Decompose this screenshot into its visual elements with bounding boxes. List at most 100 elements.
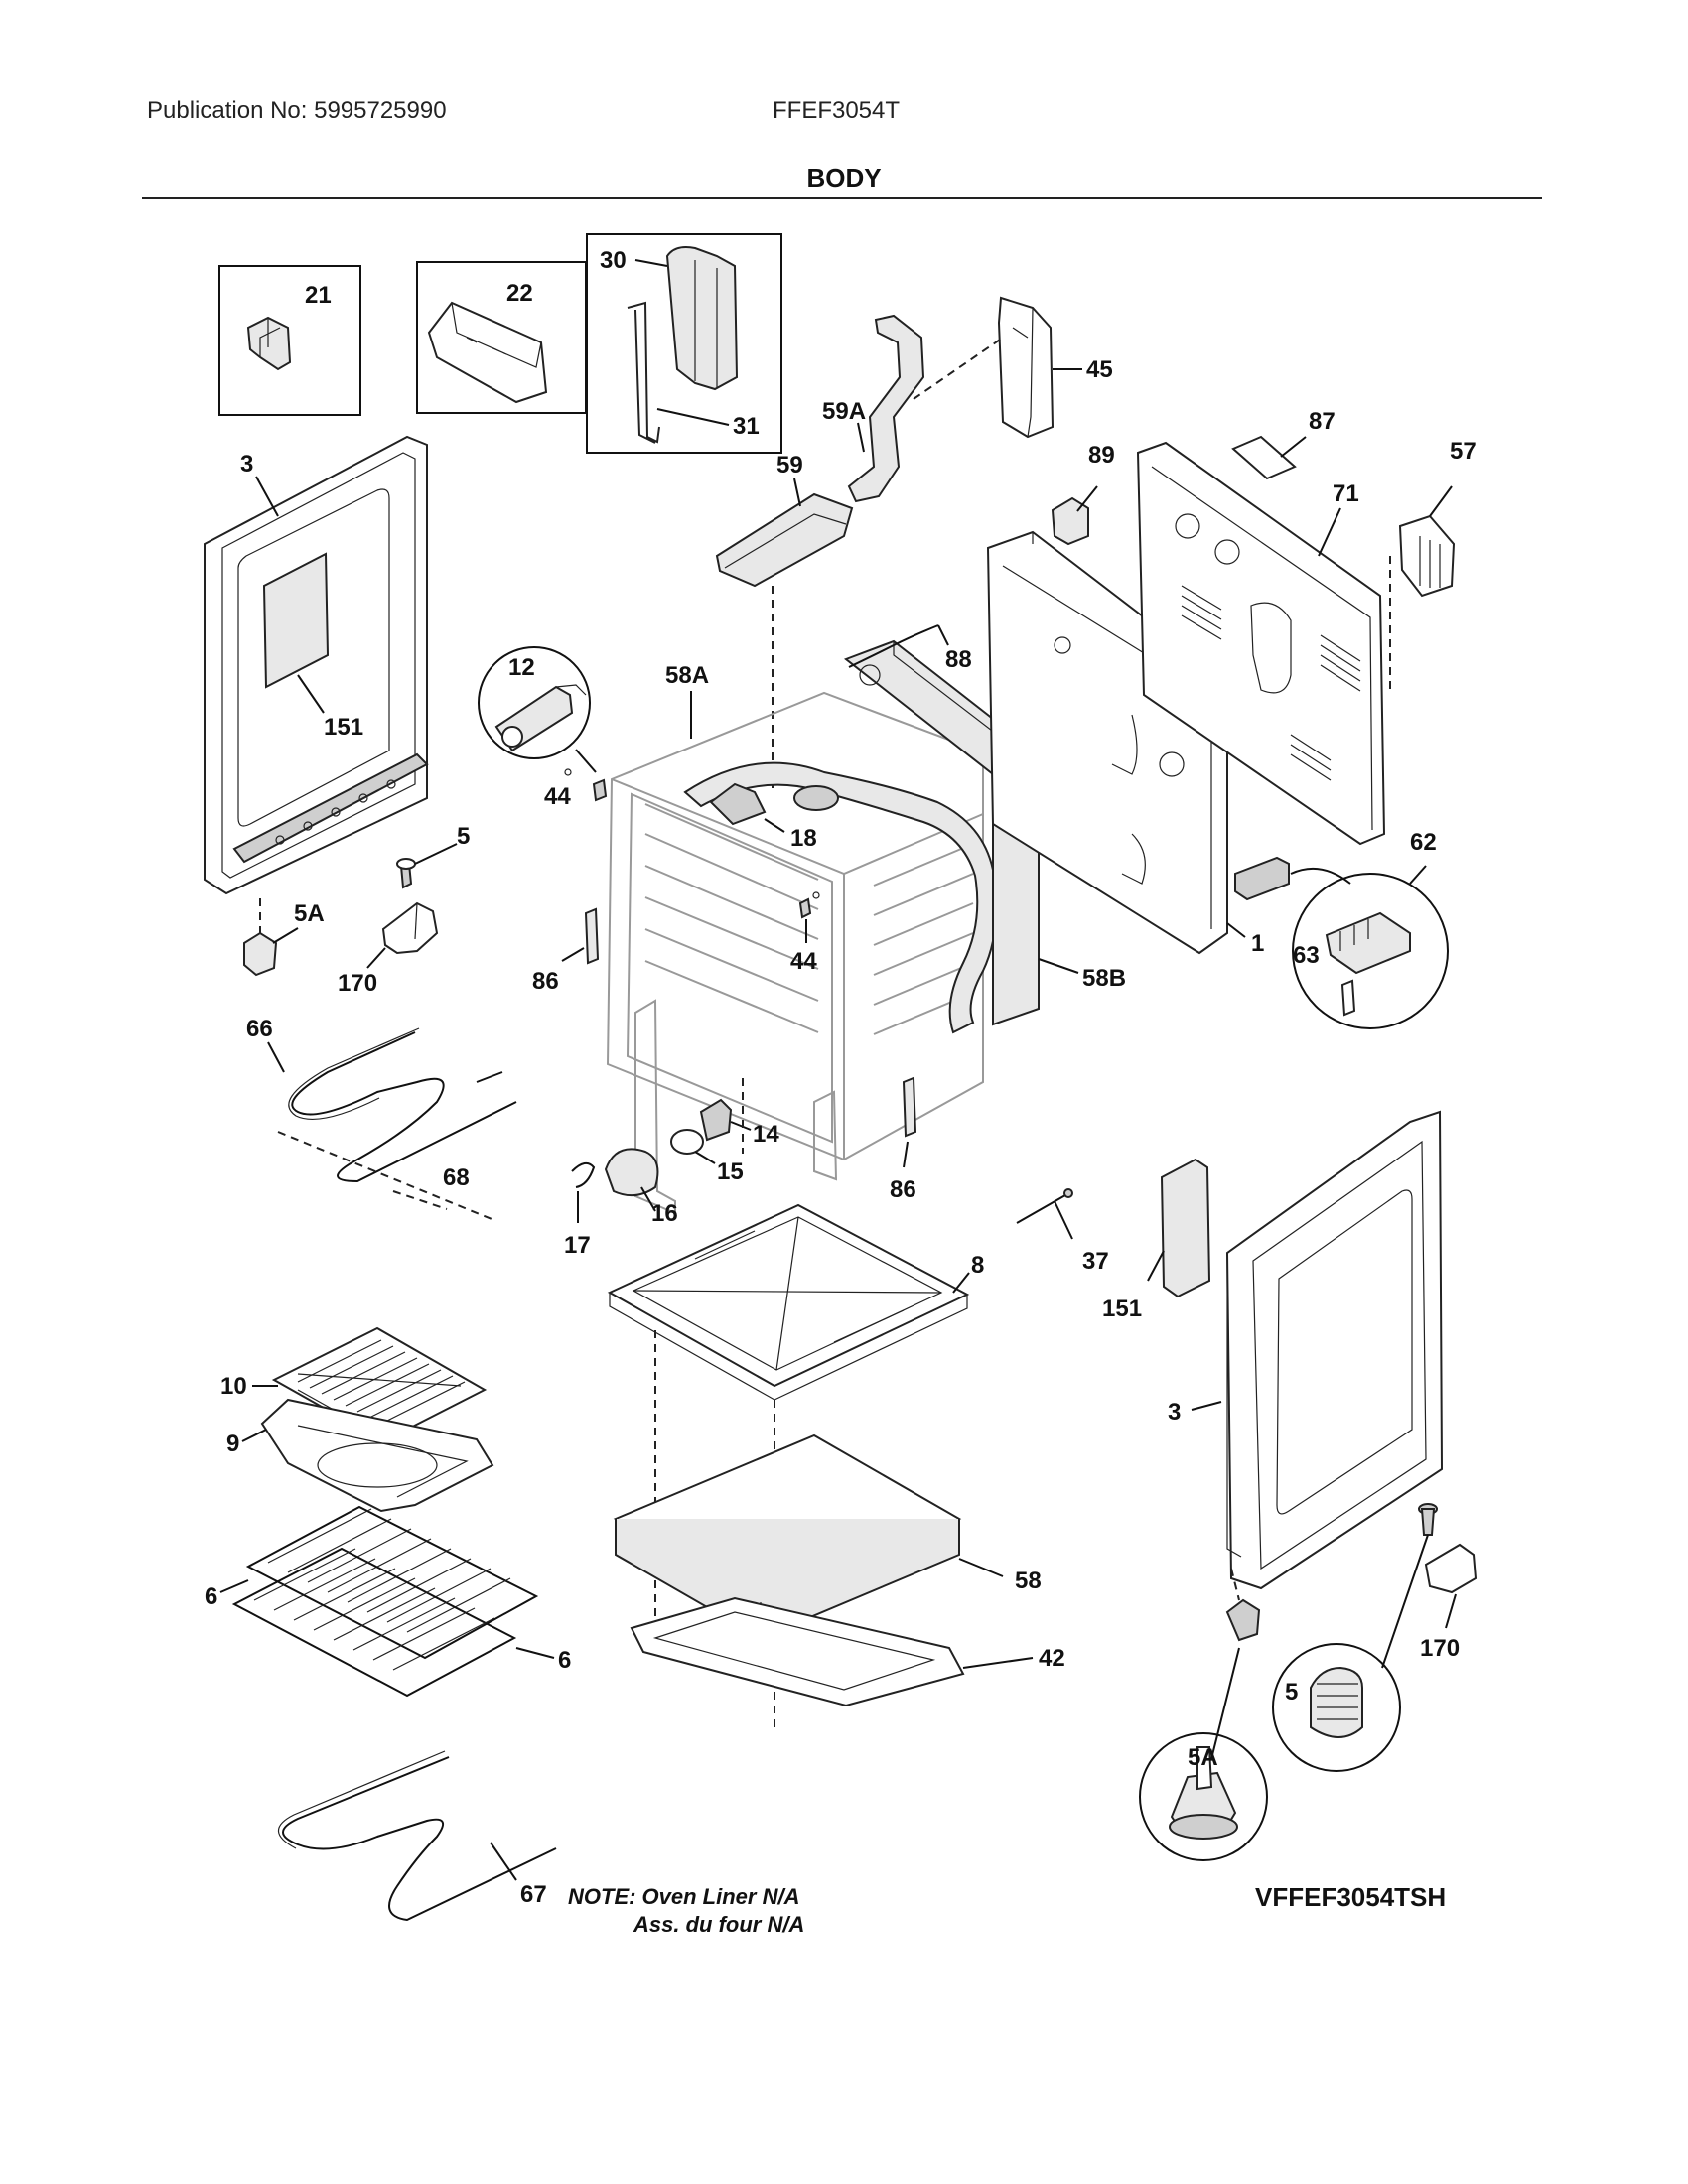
callout-3-right: 3 bbox=[1168, 1399, 1181, 1426]
callout-151-left: 151 bbox=[324, 714, 363, 741]
model-number: FFEF3054T bbox=[773, 97, 901, 124]
note-line-2: Ass. du four N/A bbox=[633, 1912, 804, 1937]
bracket-170-left bbox=[366, 901, 439, 969]
oven-rack-6-lower bbox=[231, 1547, 517, 1698]
callout-5-left: 5 bbox=[457, 823, 470, 850]
part-59-duct bbox=[715, 492, 854, 588]
callout-58: 58 bbox=[1015, 1568, 1042, 1594]
screw-5-left bbox=[396, 843, 458, 889]
callout-44-lower: 44 bbox=[790, 948, 817, 975]
callout-18: 18 bbox=[790, 825, 817, 852]
callout-37: 37 bbox=[1082, 1248, 1109, 1275]
callout-30: 30 bbox=[600, 247, 627, 274]
callout-67: 67 bbox=[520, 1881, 547, 1908]
light-bulb-15 bbox=[670, 1129, 716, 1164]
callout-1: 1 bbox=[1251, 930, 1264, 957]
oven-bottom-8 bbox=[607, 1203, 970, 1401]
header-divider bbox=[142, 197, 1542, 199]
rear-cover-71 bbox=[1136, 441, 1386, 846]
callout-14: 14 bbox=[753, 1121, 779, 1148]
callout-17: 17 bbox=[564, 1232, 591, 1259]
callout-8: 8 bbox=[971, 1252, 984, 1279]
callout-170-right: 170 bbox=[1420, 1635, 1460, 1662]
insulation-wrap bbox=[683, 761, 998, 1034]
note-line-1: NOTE: Oven Liner N/A bbox=[568, 1884, 799, 1909]
callout-86-left: 86 bbox=[532, 968, 559, 995]
leveler-5A-right bbox=[1210, 1568, 1261, 1760]
bracket-18 bbox=[709, 782, 785, 833]
screw-44-upper bbox=[564, 768, 608, 802]
diagram-reference-code: VFFEF3054TSH bbox=[1255, 1882, 1446, 1912]
callout-59A: 59A bbox=[822, 398, 866, 425]
screw-44-lower bbox=[798, 891, 820, 919]
callout-5-right: 5 bbox=[1285, 1679, 1298, 1706]
callout-42: 42 bbox=[1039, 1645, 1065, 1672]
callout-5A-left: 5A bbox=[294, 900, 325, 927]
left-side-panel bbox=[204, 435, 429, 895]
page-title-text: BODY bbox=[806, 163, 882, 193]
bracket-170-right bbox=[1424, 1543, 1477, 1629]
callout-66: 66 bbox=[246, 1016, 273, 1042]
wire-37 bbox=[1016, 1188, 1073, 1240]
oven-rack-6-upper bbox=[245, 1505, 539, 1660]
callout-88: 88 bbox=[945, 646, 972, 673]
detail-box-21 bbox=[218, 265, 361, 416]
callout-5A-right: 5A bbox=[1188, 1744, 1218, 1771]
callout-44-upper: 44 bbox=[544, 783, 571, 810]
callout-6-right: 6 bbox=[558, 1647, 571, 1674]
light-socket-14 bbox=[699, 1098, 752, 1142]
callout-170-left: 170 bbox=[338, 970, 377, 997]
bracket-86-right bbox=[902, 1076, 917, 1168]
bracket-151-right bbox=[1147, 1158, 1211, 1298]
sensor-12-detail bbox=[478, 646, 597, 773]
callout-151-right: 151 bbox=[1102, 1296, 1142, 1322]
callout-10: 10 bbox=[220, 1373, 247, 1400]
callout-45: 45 bbox=[1086, 356, 1113, 383]
callout-63: 63 bbox=[1293, 942, 1320, 969]
broil-element-66 bbox=[288, 1027, 517, 1183]
callout-9: 9 bbox=[226, 1431, 239, 1457]
callout-6-left: 6 bbox=[205, 1583, 217, 1610]
callout-59: 59 bbox=[776, 452, 803, 478]
callout-58A: 58A bbox=[665, 662, 709, 689]
bake-element-67 bbox=[277, 1750, 557, 1922]
callout-16: 16 bbox=[651, 1200, 678, 1227]
callout-22: 22 bbox=[506, 280, 533, 307]
oven-liner-58A bbox=[606, 691, 984, 1215]
callout-86-right: 86 bbox=[890, 1176, 916, 1203]
bracket-86-left bbox=[561, 907, 600, 965]
detail-box-30-31 bbox=[586, 233, 782, 454]
right-side-panel bbox=[1225, 1110, 1444, 1590]
publication-number: Publication No: 5995725990 bbox=[147, 97, 447, 124]
screw-5-right bbox=[1381, 1503, 1438, 1669]
part-45-bracket bbox=[997, 296, 1082, 439]
insulation-block-58 bbox=[613, 1433, 1004, 1640]
part-57-vent bbox=[1389, 485, 1456, 695]
callout-71: 71 bbox=[1333, 480, 1359, 507]
wire-68 bbox=[392, 1190, 448, 1210]
callout-58B: 58B bbox=[1082, 965, 1126, 992]
callout-89: 89 bbox=[1088, 442, 1115, 469]
clip-17 bbox=[571, 1161, 596, 1223]
callout-15: 15 bbox=[717, 1159, 744, 1185]
broiler-pan-9 bbox=[260, 1398, 494, 1513]
bracket-89 bbox=[1051, 485, 1098, 546]
callout-87: 87 bbox=[1309, 408, 1336, 435]
leveler-5A-left bbox=[243, 898, 299, 977]
part-87-plate bbox=[1231, 435, 1307, 480]
terminal-block-62 bbox=[1234, 856, 1449, 1029]
callout-68: 68 bbox=[443, 1164, 470, 1191]
page-title: BODY bbox=[0, 163, 1688, 194]
callout-12: 12 bbox=[508, 654, 535, 681]
callout-31: 31 bbox=[733, 413, 760, 440]
callout-3-left: 3 bbox=[240, 451, 253, 478]
callout-57: 57 bbox=[1450, 438, 1477, 465]
callout-21: 21 bbox=[305, 282, 332, 309]
leveler-5A-detail bbox=[1139, 1732, 1268, 1861]
screw-5-detail bbox=[1272, 1643, 1401, 1772]
wire-88 bbox=[848, 624, 949, 668]
detail-box-22 bbox=[416, 261, 587, 414]
part-59A-duct bbox=[847, 314, 925, 503]
bottom-tray-42 bbox=[630, 1596, 1034, 1707]
